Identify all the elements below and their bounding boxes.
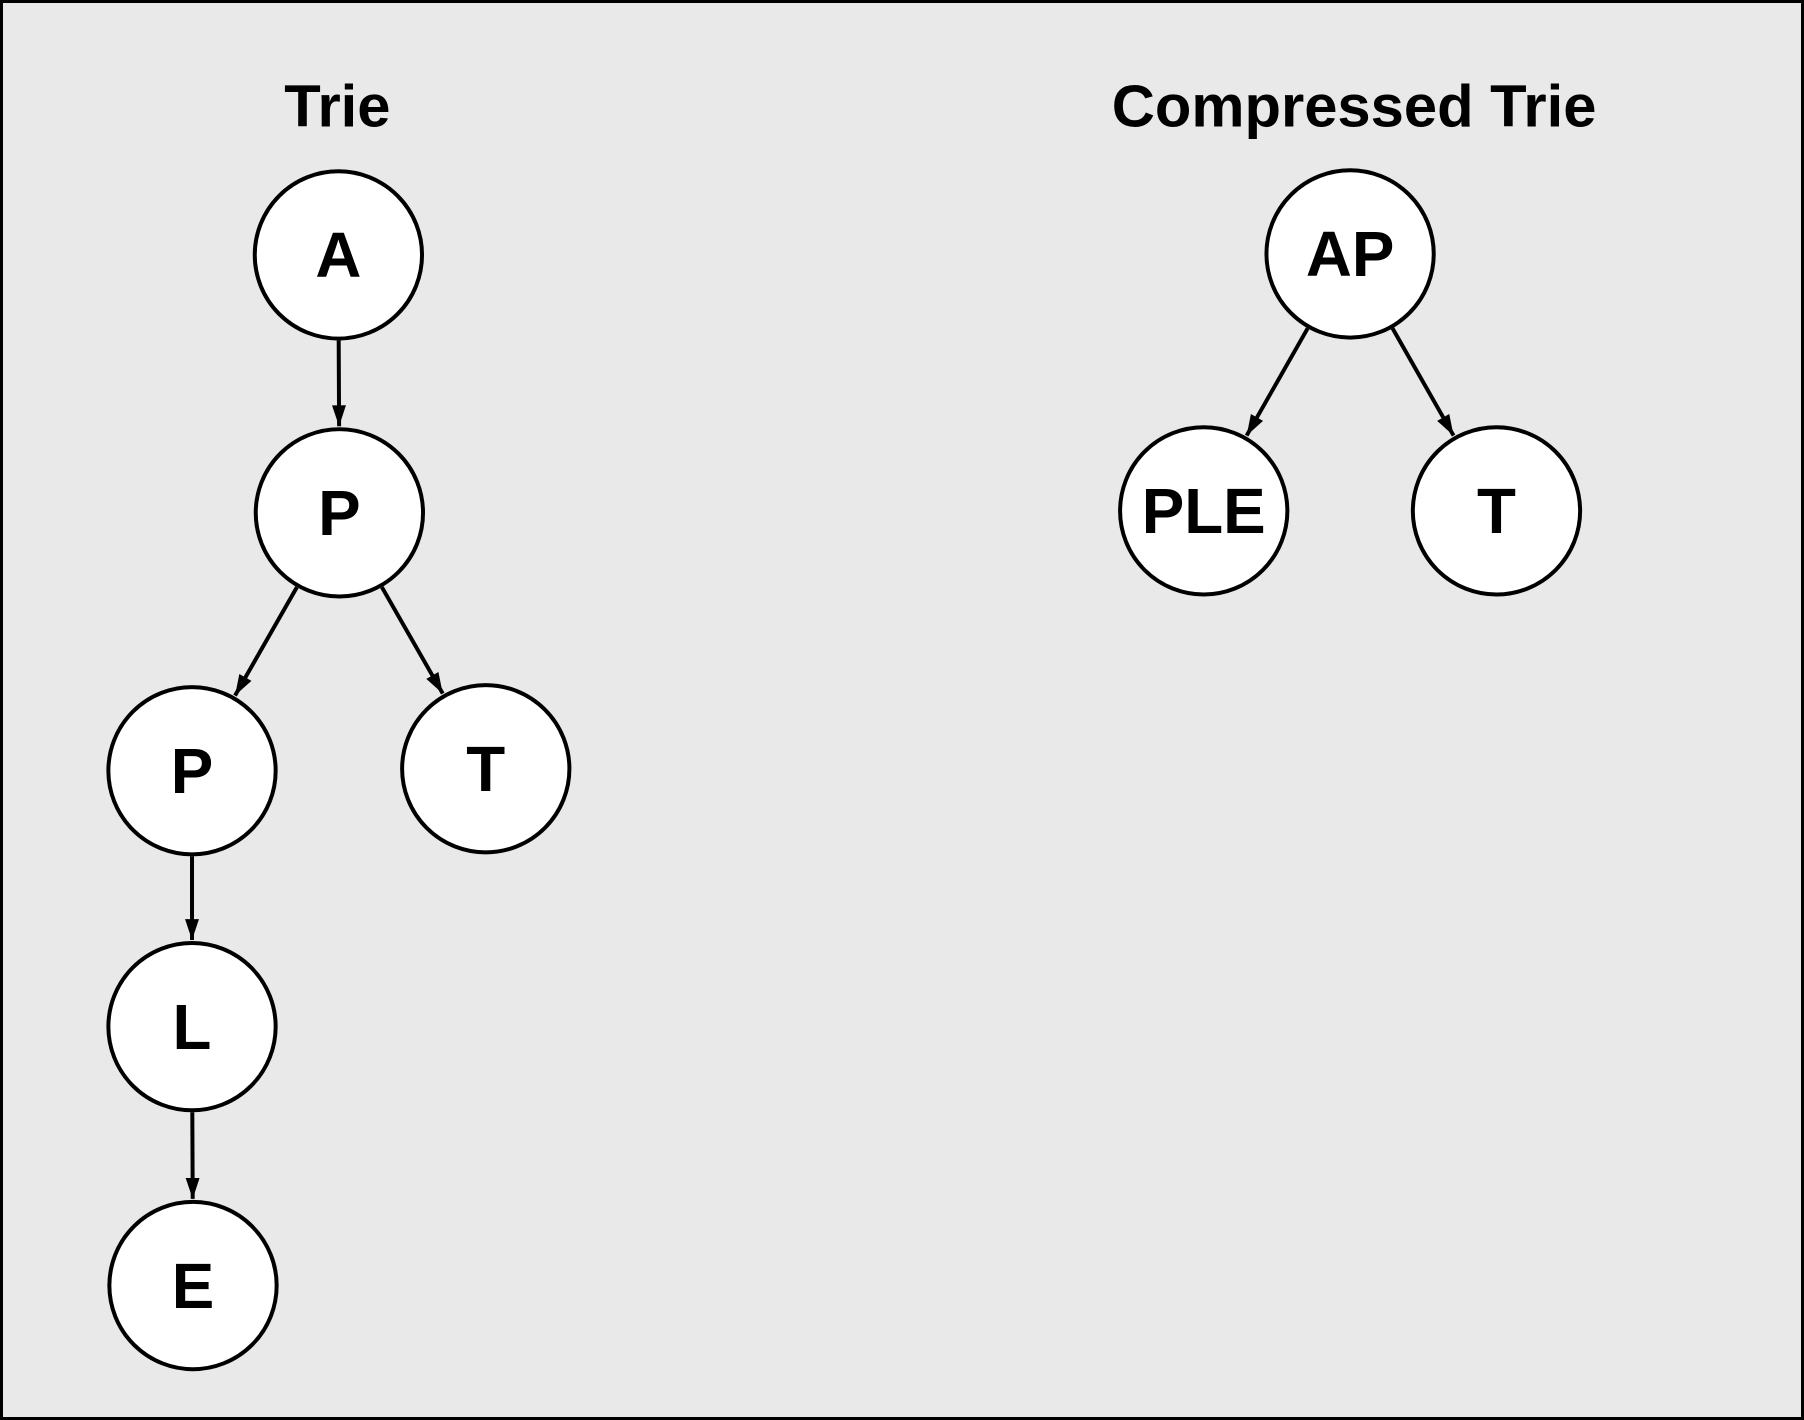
edges-layer bbox=[185, 327, 1456, 1199]
node-circle-E bbox=[107, 1199, 279, 1372]
node-circle-PLE bbox=[1118, 425, 1290, 597]
node-label-L: L bbox=[173, 991, 212, 1063]
node-label-P2: P bbox=[171, 735, 214, 807]
tree-node-T2: T bbox=[1410, 425, 1583, 597]
node-label-A: A bbox=[315, 219, 361, 291]
node-label-PLE: PLE bbox=[1142, 475, 1266, 547]
edge-P1-to-P2 bbox=[233, 586, 299, 697]
tree-node-P1: P bbox=[253, 427, 426, 599]
tree-node-T1: T bbox=[400, 683, 572, 855]
node-label-T2: T bbox=[1477, 475, 1516, 547]
node-label-E: E bbox=[172, 1250, 215, 1322]
compressed-trie-title: Compressed Trie bbox=[1112, 72, 1597, 139]
node-circle-T1 bbox=[400, 683, 572, 855]
node-circle-T2 bbox=[1410, 425, 1583, 597]
node-label-AP: AP bbox=[1306, 218, 1395, 290]
node-circle-L bbox=[106, 941, 278, 1113]
node-circle-A bbox=[252, 169, 425, 341]
tree-node-A: A bbox=[252, 169, 425, 341]
node-circle-P2 bbox=[106, 685, 278, 857]
node-label-T1: T bbox=[466, 733, 505, 805]
tree-node-PLE: PLE bbox=[1118, 425, 1290, 597]
tree-node-L: L bbox=[106, 941, 278, 1113]
node-circle-P1 bbox=[253, 427, 426, 599]
edge-AP-to-PLE bbox=[1244, 327, 1310, 437]
node-circle-AP bbox=[1264, 168, 1436, 340]
trie-title: Trie bbox=[284, 72, 390, 139]
edge-AP-to-T2 bbox=[1390, 327, 1456, 437]
tree-node-P2: P bbox=[106, 685, 278, 857]
tree-node-AP: AP bbox=[1264, 168, 1436, 340]
node-label-P1: P bbox=[318, 477, 360, 549]
edge-P1-to-T1 bbox=[380, 586, 445, 695]
tree-node-E: E bbox=[107, 1199, 279, 1372]
